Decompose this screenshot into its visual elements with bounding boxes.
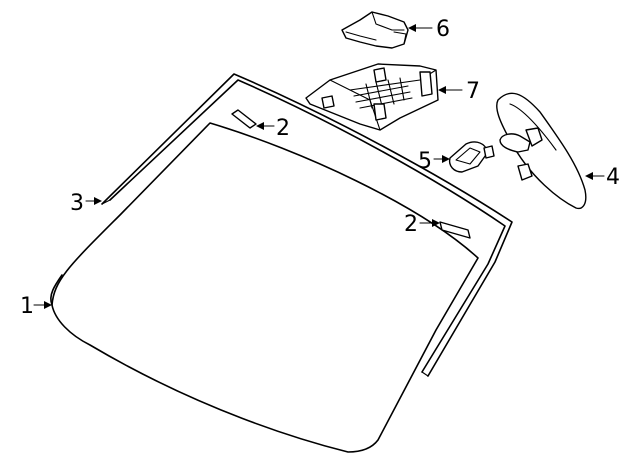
callout-1-label: 1 xyxy=(20,294,34,319)
mirror-bracket xyxy=(305,63,439,131)
callout-5: 5 xyxy=(418,149,450,174)
sensor-cover xyxy=(341,11,409,49)
callout-1: 1 xyxy=(20,294,52,319)
callout-7-label: 7 xyxy=(466,79,480,104)
callout-2-upper-label: 2 xyxy=(276,116,290,141)
windshield-glass xyxy=(50,122,479,453)
callout-2-lower-label: 2 xyxy=(404,212,418,237)
callout-6: 6 xyxy=(408,17,450,42)
callout-5-label: 5 xyxy=(418,149,432,174)
callout-4-label: 4 xyxy=(606,165,620,190)
callout-6-label: 6 xyxy=(436,17,450,42)
callout-4: 4 xyxy=(585,165,620,190)
rear-view-mirror xyxy=(496,92,587,210)
callout-3: 3 xyxy=(70,191,102,216)
small-molding-lower xyxy=(439,221,471,239)
sensor-clip xyxy=(448,141,495,173)
callout-2-lower: 2 xyxy=(404,212,440,237)
small-molding-upper xyxy=(231,109,257,129)
callout-2-upper: 2 xyxy=(256,116,290,141)
windshield-molding xyxy=(101,73,513,377)
callout-3-label: 3 xyxy=(70,191,84,216)
callout-7: 7 xyxy=(438,79,480,104)
